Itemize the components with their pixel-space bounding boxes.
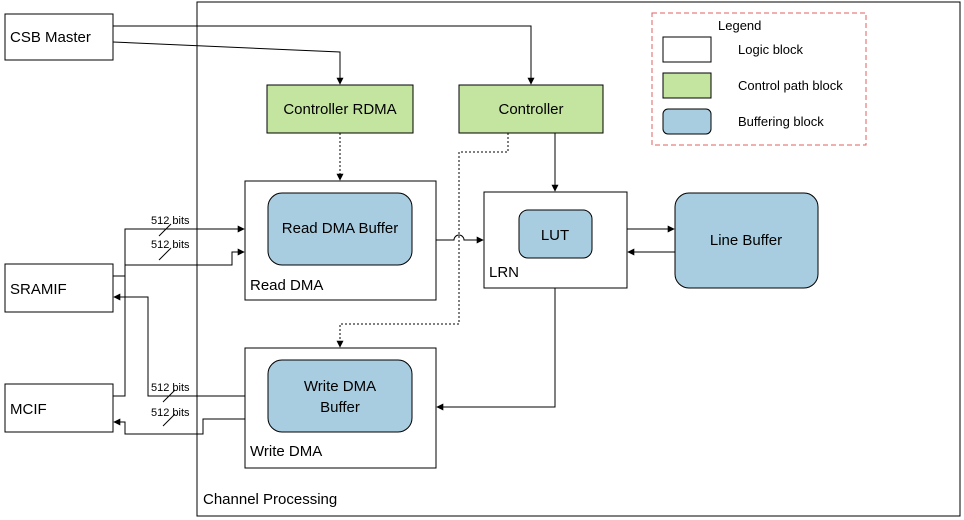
legend-frame <box>651 12 867 146</box>
write-bus-top-label: 512 bits <box>151 382 190 394</box>
channel-processing-frame <box>196 1 961 517</box>
read-bus-bottom-label: 512 bits <box>151 239 190 251</box>
write-dma-to-sram-bus <box>113 293 245 397</box>
read-bus-top-label: 512 bits <box>151 215 190 227</box>
legend-control-label: Control path block <box>738 78 843 93</box>
legend-logic-label: Logic block <box>738 42 804 57</box>
csb-master-label: CSB Master <box>10 29 91 46</box>
read-bus-top-slash <box>158 223 172 237</box>
sram-if-label: SRAMIF <box>10 281 67 298</box>
mcif-label: MCIF <box>10 401 47 418</box>
read-dma-buffer-label: Read DMA Buffer <box>282 220 398 237</box>
csb-master-block: CSB Master <box>4 13 114 61</box>
mcif-block: MCIF <box>4 383 114 433</box>
legend-buffer-swatch <box>662 108 712 135</box>
sram-mcif-to-read-dma-bus-bottom <box>113 248 245 397</box>
write-dma-buffer-block <box>267 359 413 433</box>
legend-control-swatch <box>662 72 712 99</box>
legend-logic-swatch <box>662 36 712 63</box>
channel-processing-label: Channel Processing <box>203 491 337 508</box>
controller-label: Controller <box>498 101 563 118</box>
csb-to-controller-arrow <box>113 25 535 85</box>
sram-if-block: SRAMIF <box>4 263 114 313</box>
lrn-block: LUT LRN <box>483 191 628 289</box>
legend-buffer-label: Buffering block <box>738 114 824 129</box>
read-dma-buffer-block <box>267 192 413 266</box>
lut-block <box>518 209 593 259</box>
lrn-label: LRN <box>489 264 519 281</box>
write-dma-block: Write DMA Buffer Write DMA <box>244 347 437 469</box>
legend: Legend Logic block Control path block Bu… <box>651 12 867 146</box>
read-dma-label: Read DMA <box>250 277 323 294</box>
line-buffer-block: Line Buffer <box>674 192 819 289</box>
controller-block: Controller <box>458 84 604 134</box>
legend-title: Legend <box>718 18 761 33</box>
read-dma-to-lrn-arrow <box>436 234 484 244</box>
write-dma-to-mcif-bus <box>113 418 245 435</box>
write-bus-bottom-slash <box>162 413 176 427</box>
controller-rdma-label: Controller RDMA <box>283 101 396 118</box>
read-bus-bottom-slash <box>158 247 172 261</box>
read-dma-block: Read DMA Buffer Read DMA <box>244 180 437 301</box>
write-bus-top-slash <box>162 389 176 403</box>
lrn-to-write-dma-arrow <box>436 288 556 411</box>
write-dma-label: Write DMA <box>250 443 322 460</box>
controller-rdma-block: Controller RDMA <box>266 84 414 134</box>
write-bus-bottom-label: 512 bits <box>151 407 190 419</box>
write-dma-buffer-label-line2: Buffer <box>320 399 360 416</box>
controller-to-write-dma-arrow <box>336 133 509 348</box>
csb-to-controller-rdma-arrow <box>112 41 344 85</box>
connections <box>112 25 675 435</box>
line-buffer-label: Line Buffer <box>710 232 782 249</box>
sram-mcif-to-read-dma-bus-top <box>113 225 245 277</box>
write-dma-buffer-label-line1: Write DMA <box>304 378 376 395</box>
lut-label: LUT <box>541 227 569 244</box>
